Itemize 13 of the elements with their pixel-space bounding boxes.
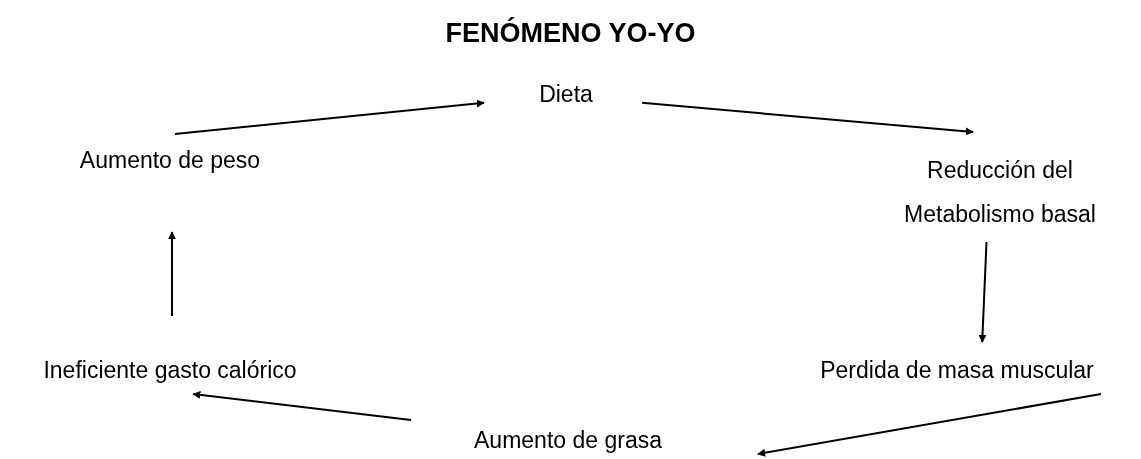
cycle-step-text: Ineficiente gasto calórico <box>5 348 335 392</box>
arrow <box>978 241 988 343</box>
cycle-step-text: Dieta <box>526 72 606 116</box>
cycle-step-text: Perdida de masa muscular <box>777 348 1137 392</box>
arrow <box>168 231 176 317</box>
arrow <box>641 101 974 136</box>
arrow <box>192 390 412 421</box>
diagram-title: FENÓMENO YO-YO <box>444 18 697 49</box>
arrow <box>174 99 485 135</box>
cycle-step-text: Aumento de peso <box>55 138 285 182</box>
cycle-step-text: Reducción del Metabolismo basal <box>865 148 1135 236</box>
cycle-step-text: Aumento de grasa <box>463 418 673 459</box>
arrow <box>757 393 1102 457</box>
